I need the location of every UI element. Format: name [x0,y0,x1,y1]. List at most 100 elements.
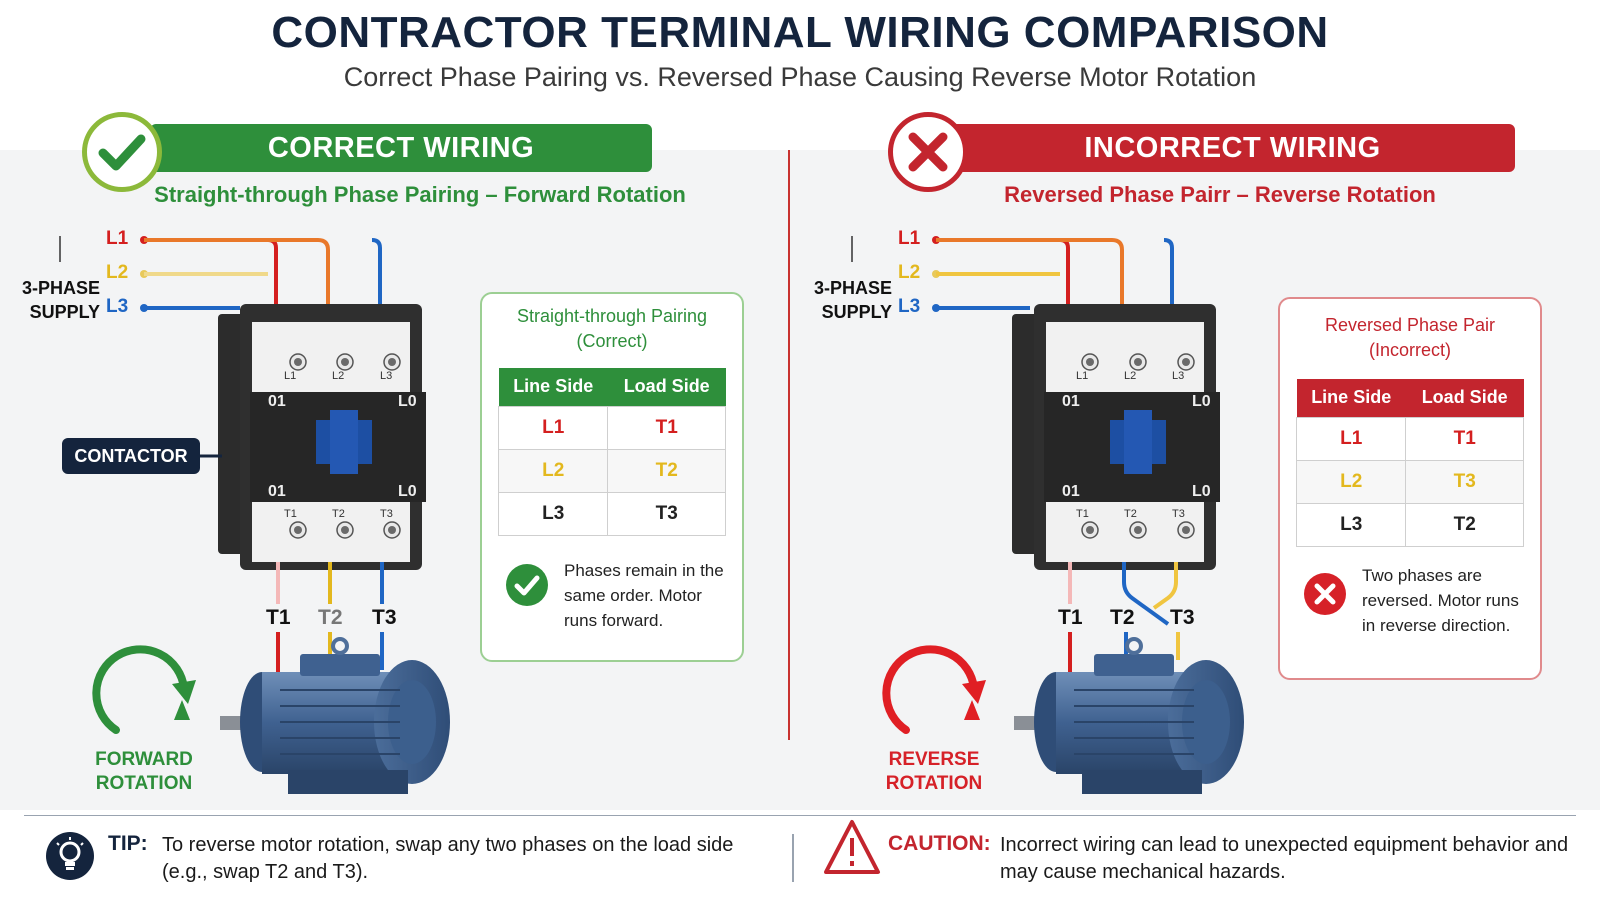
caution-text: Incorrect wiring can lead to unexpected … [1000,834,1569,883]
svg-text:01: 01 [268,483,286,500]
table-header-row: Line Side Load Side [1296,379,1524,417]
col-load-side: Load Side [1405,379,1524,417]
correct-note: Phases remain in the same order. Motor r… [564,561,724,630]
correct-card-title-line1: Straight-through Pairing [516,306,708,326]
line-cell: L2 [497,448,609,493]
left-supply-label-line1: 3-PHASE [21,278,100,298]
check-icon [98,134,146,171]
x-icon [908,132,948,172]
page-title: CONTRACTOR TERMINAL WIRING COMPARISON [271,8,1329,57]
left-mark-t1: T1 [284,508,297,520]
incorrect-wiring-subtitle: Reversed Phase Pairr – Reverse Rotation [1004,182,1436,207]
tip-text: To reverse motor rotation, swap any two … [162,834,734,883]
left-motor [220,637,450,794]
left-terminal-t1: T1 [266,606,291,629]
left-terminal-t2: T2 [318,606,343,629]
left-phase-l1: L1 [106,228,129,249]
caution-label: CAUTION: [888,832,991,855]
right-mark-l3: L3 [1172,370,1185,382]
right-mark-l1: L1 [1076,370,1089,382]
table-row: L1 T1 [1295,416,1524,461]
table-header-row: Line Side Load Side [498,368,726,406]
col-line-side: Line Side [1296,379,1406,417]
left-mark-t2: T2 [332,508,345,520]
right-phase-l1: L1 [898,228,921,249]
load-cell: T3 [607,491,726,536]
incorrect-card-title-line2: (Incorrect) [1368,340,1451,360]
right-terminal-t2: T2 [1110,606,1135,629]
x-circle-icon [1304,573,1346,615]
right-supply-label: 3-PHASE SUPPLY [810,276,892,324]
line-cell: L1 [1295,416,1407,461]
load-cell: T2 [1405,502,1524,547]
correct-wiring-subtitle: Straight-through Phase Pairing – Forward… [154,182,686,207]
svg-text:L0: L0 [1192,483,1211,500]
left-supply-label-line2: SUPPLY [29,302,100,322]
contactor-label: CONTACTOR [62,438,200,474]
right-mark-t3: T3 [1172,508,1185,520]
line-cell: L1 [497,405,609,450]
table-row: L1 T1 [497,405,726,450]
left-mark-l3: L3 [380,370,393,382]
correct-wiring-banner: CORRECT WIRING [150,124,652,172]
forward-rotation-label-line1: FORWARD [95,749,193,770]
right-motor [1014,637,1244,794]
load-cell: T1 [607,405,726,450]
svg-text:L0: L0 [1192,393,1211,410]
incorrect-note: Two phases are reversed. Motor runs in r… [1362,566,1519,635]
correct-card-title-line2: (Correct) [576,331,648,351]
col-line-side: Line Side [498,368,608,406]
right-supply-label-line2: SUPPLY [821,302,892,322]
check-circle-icon [506,564,548,606]
reverse-rotation-label-line2: ROTATION [885,773,983,794]
lightbulb-icon [46,832,94,880]
correct-pairing-card: Straight-through Pairing (Correct) Line … [480,292,744,662]
center-divider [788,150,790,740]
incorrect-card-title: Reversed Phase Pair (Incorrect) [1280,313,1540,363]
svg-text:L0: L0 [398,393,417,410]
load-cell: T2 [607,448,726,493]
tip-label: TIP: [108,832,148,855]
table-row: L2 T2 [497,448,726,493]
svg-text:01: 01 [1062,483,1080,500]
check-badge [82,112,162,192]
page-subtitle: Correct Phase Pairing vs. Reversed Phase… [343,62,1257,92]
svg-text:01: 01 [1062,393,1080,410]
load-cell: T3 [1405,459,1524,504]
reverse-rotation-arrow-icon [882,645,986,734]
reverse-rotation-label-line1: REVERSE [888,749,980,770]
x-badge [888,112,968,192]
col-load-side: Load Side [607,368,726,406]
right-terminal-t1: T1 [1058,606,1083,629]
svg-text:L0: L0 [398,483,417,500]
incorrect-pairing-card: Reversed Phase Pair (Incorrect) Line Sid… [1278,297,1542,680]
right-phase-l3: L3 [898,296,921,317]
left-phase-l3: L3 [106,296,129,317]
right-contactor: 01 L0 01 L0 [1012,304,1220,570]
svg-text:01: 01 [268,393,286,410]
left-mark-l1: L1 [284,370,297,382]
left-mark-t3: T3 [380,508,393,520]
right-supply-wires [932,236,1174,322]
left-phase-l2: L2 [106,262,129,283]
correct-card-title: Straight-through Pairing (Correct) [482,304,742,354]
left-contactor: 01 L0 01 L0 [218,304,426,570]
table-row: L3 T2 [1295,502,1524,547]
forward-rotation-label-line2: ROTATION [95,773,193,794]
right-phase-l2: L2 [898,262,921,283]
incorrect-mapping-table: Line Side Load Side L1 T1 L2 T3 L3 T2 [1295,379,1524,547]
table-row: L3 T3 [497,491,726,536]
left-supply-label: 3-PHASE SUPPLY [18,276,100,324]
footer-divider [24,815,1576,816]
incorrect-wiring-banner: INCORRECT WIRING [950,124,1515,172]
right-terminal-t3: T3 [1170,606,1195,629]
incorrect-card-title-line1: Reversed Phase Pair [1324,315,1496,335]
right-mark-l2: L2 [1124,370,1137,382]
correct-mapping-table: Line Side Load Side L1 T1 L2 T2 L3 T3 [497,368,726,536]
right-supply-label-line1: 3-PHASE [813,278,892,298]
line-cell: L3 [1295,502,1407,547]
forward-rotation-arrow-icon [92,645,196,734]
line-cell: L3 [497,491,609,536]
warning-icon [824,820,880,874]
